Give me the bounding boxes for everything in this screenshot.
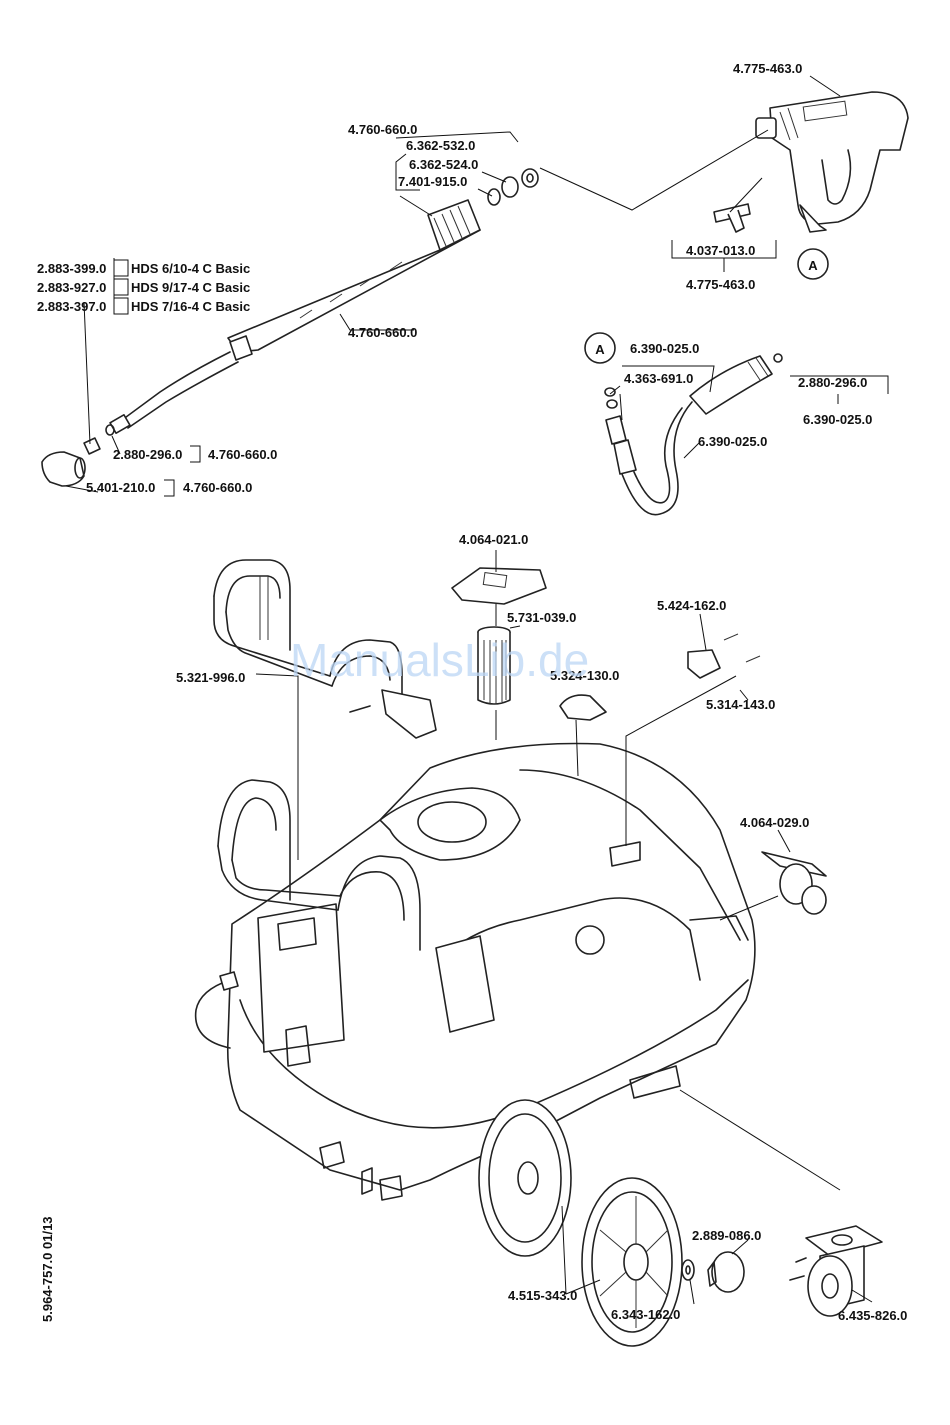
- label-castor-826: 6.435-826.0: [838, 1308, 907, 1323]
- label-hose-025-right: 6.390-025.0: [803, 412, 872, 427]
- label-ring-532: 6.362-532.0: [406, 138, 475, 153]
- accessory-holder: [761, 851, 827, 915]
- label-ring-915: 7.401-915.0: [398, 174, 467, 189]
- filter-sieve: [477, 626, 511, 705]
- label-wheel-343: 4.515-343.0: [508, 1288, 577, 1303]
- cover-knob: [559, 694, 607, 721]
- label-nozzle-296: 2.880-296.0: [113, 447, 182, 462]
- trigger-clip: [713, 203, 751, 233]
- svg-text:A: A: [595, 342, 605, 357]
- label-washer-162: 6.343-162.0: [611, 1307, 680, 1322]
- push-handle: [213, 559, 437, 739]
- model-name-2: HDS 9/17-4 C Basic: [131, 280, 250, 295]
- front-wheel: [581, 1177, 683, 1347]
- model-number-2: 2.883-927.0: [37, 280, 106, 295]
- label-cap-210-ref: 4.760-660.0: [183, 480, 252, 495]
- label-gun-bottom: 4.775-463.0: [686, 277, 755, 292]
- machine-body: [194, 742, 756, 1201]
- model-table: 2.883-399.0 HDS 6/10-4 C Basic 2.883-927…: [37, 259, 250, 315]
- model-name-1: HDS 6/10-4 C Basic: [131, 261, 250, 276]
- label-clip-013: 4.037-013.0: [686, 243, 755, 258]
- label-cover-021: 4.064-021.0: [459, 532, 528, 547]
- hub-cap: [707, 1251, 745, 1293]
- marker-a-hose: A: [584, 332, 616, 364]
- spray-lance: [109, 199, 481, 434]
- rear-wheel: [478, 1099, 572, 1257]
- label-pin-143: 5.314-143.0: [706, 697, 775, 712]
- model-number-3: 2.883-397.0: [37, 299, 106, 314]
- axle-washer: [681, 1259, 695, 1281]
- nozzle-insert: [83, 424, 115, 455]
- label-hose-691: 4.363-691.0: [624, 371, 693, 386]
- mounted-handle: [217, 779, 421, 951]
- hose-clamp: [687, 633, 761, 679]
- watermark: ManualsLib.de: [290, 634, 589, 686]
- hose-assembly: [604, 353, 783, 516]
- label-lance-top: 4.760-660.0: [348, 122, 417, 137]
- label-handle-996: 5.321-996.0: [176, 670, 245, 685]
- label-hose-296: 2.880-296.0: [798, 375, 867, 390]
- model-name-3: HDS 7/16-4 C Basic: [131, 299, 250, 314]
- fill-cover: [451, 567, 547, 605]
- part-labels: 4.775-463.0 4.760-660.0 6.362-532.0 6.36…: [86, 61, 907, 1323]
- label-holder-029: 4.064-029.0: [740, 815, 809, 830]
- leader-lines: [65, 75, 889, 1305]
- swivel-castor: [789, 1225, 883, 1317]
- label-hose-025-mid: 6.390-025.0: [698, 434, 767, 449]
- label-cap-086: 2.889-086.0: [692, 1228, 761, 1243]
- label-cap-210: 5.401-210.0: [86, 480, 155, 495]
- label-gun-top: 4.775-463.0: [733, 61, 802, 76]
- label-hose-025-top: 6.390-025.0: [630, 341, 699, 356]
- label-ring-524: 6.362-524.0: [409, 157, 478, 172]
- label-clamp-162: 5.424-162.0: [657, 598, 726, 613]
- marker-a-gun: A: [797, 248, 829, 280]
- nozzle-cap: [41, 451, 86, 487]
- spray-gun: [755, 91, 909, 233]
- label-lance-mid: 4.760-660.0: [348, 325, 417, 340]
- svg-text:A: A: [808, 258, 818, 273]
- document-id: 5.964-757.0 01/13: [40, 1216, 55, 1322]
- label-knob-130: 5.324-130.0: [550, 668, 619, 683]
- label-nozzle-296-ref: 4.760-660.0: [208, 447, 277, 462]
- label-filter-039: 5.731-039.0: [507, 610, 576, 625]
- seal-rings: [487, 168, 539, 206]
- model-number-1: 2.883-399.0: [37, 261, 106, 276]
